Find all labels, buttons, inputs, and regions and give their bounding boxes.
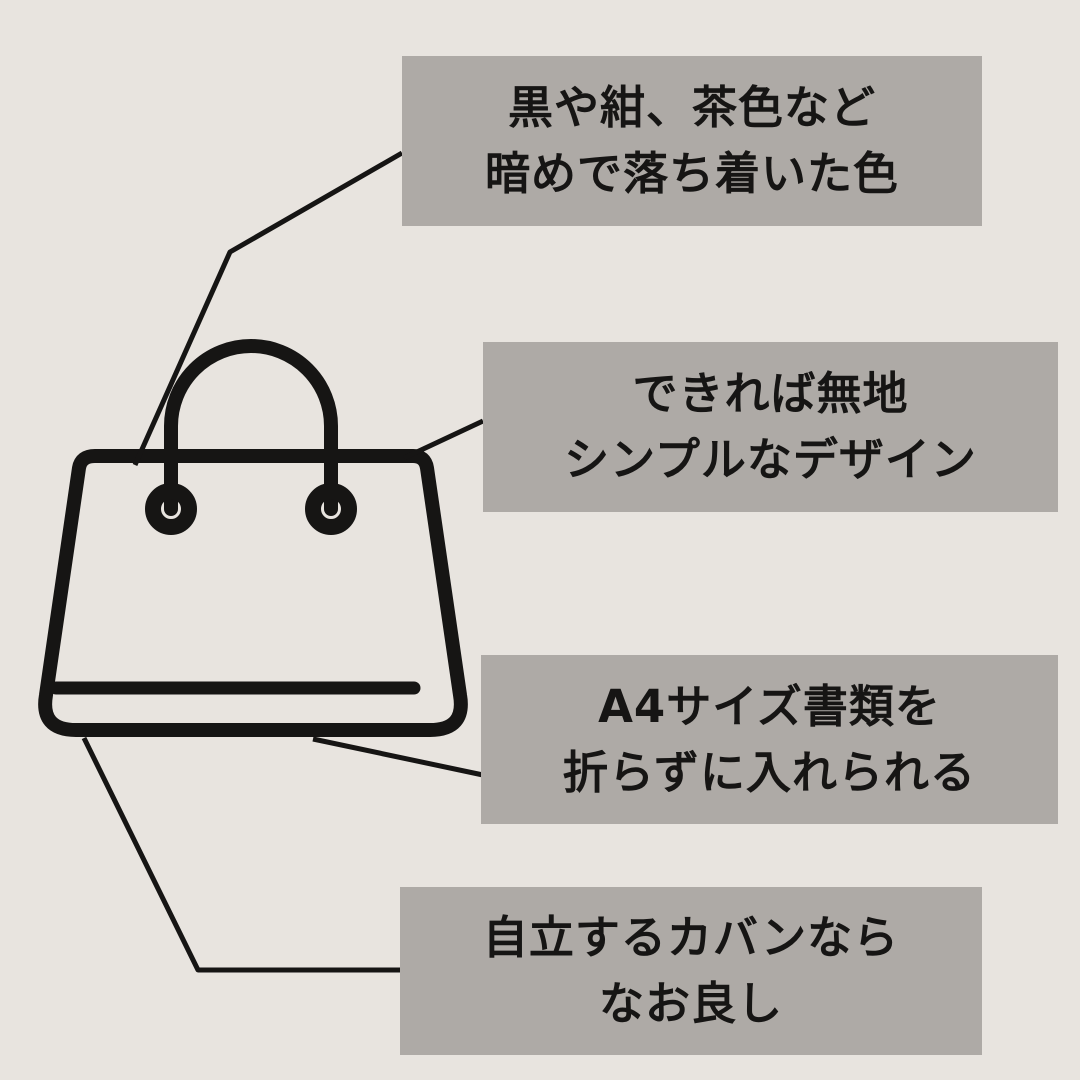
connector-lines xyxy=(81,150,485,973)
callout-plain-design-line2: シンプルなデザイン xyxy=(564,433,977,486)
callout-self-standing-line1: 自立するカバンなら xyxy=(482,911,900,964)
callout-a4-capacity-line2: 折らずに入れられる xyxy=(562,745,977,799)
connector-line-dark-colors xyxy=(132,150,404,467)
connector-line-self-standing xyxy=(81,736,402,973)
callout-plain-design-line1: できれば無地 xyxy=(632,367,909,420)
callout-dark-colors-line1: 黒や紺、茶色など xyxy=(507,81,876,134)
bag-grommet-left xyxy=(145,483,197,535)
bag-body xyxy=(38,449,468,737)
connector-line-plain-design xyxy=(402,418,485,461)
callout-dark-colors-line2: 暗めで落ち着いた色 xyxy=(484,147,899,200)
handbag-icon xyxy=(38,339,468,737)
callout-dark-colors: 黒や紺、茶色など 暗めで落ち着いた色 xyxy=(402,56,982,226)
connector-line-a4-capacity xyxy=(312,736,484,778)
callout-plain-design: できれば無地 シンプルなデザイン xyxy=(483,342,1058,512)
callout-a4-capacity-line1: A4サイズ書類を xyxy=(598,679,941,733)
bag-handle xyxy=(164,339,338,516)
callout-a4-capacity: A4サイズ書類を 折らずに入れられる xyxy=(481,655,1058,824)
bag-grommet-right xyxy=(305,483,357,535)
callout-self-standing-line2: なお良し xyxy=(598,977,783,1030)
callout-self-standing: 自立するカバンなら なお良し xyxy=(400,887,982,1055)
